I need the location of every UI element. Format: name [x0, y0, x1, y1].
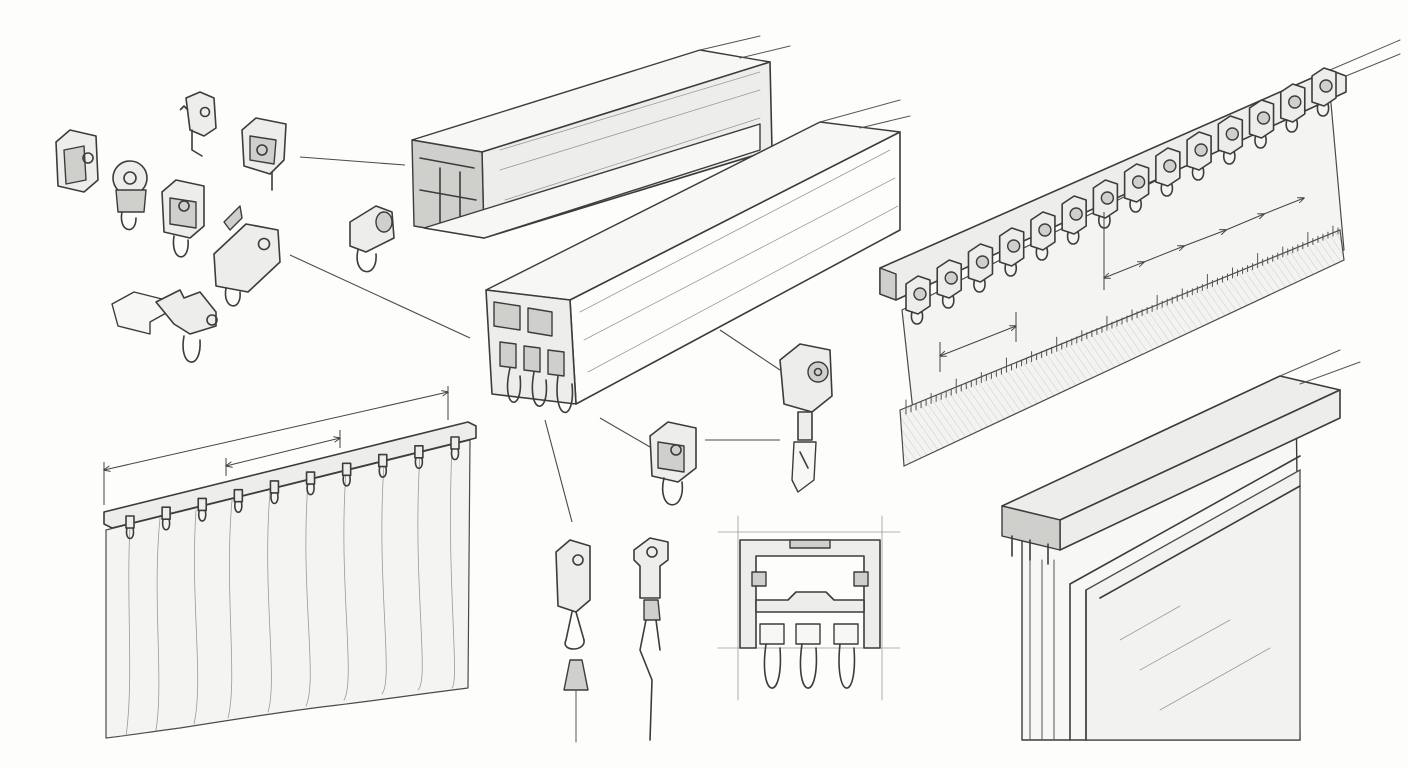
glider-cord	[633, 537, 669, 741]
track-glider	[936, 259, 963, 309]
leader-lines	[289, 156, 781, 523]
glider-angle-hook	[213, 205, 281, 307]
ceiling-spacing-dims	[940, 198, 1304, 372]
track-glider	[998, 227, 1025, 277]
track-glider	[1030, 211, 1056, 261]
leader-line	[719, 329, 781, 371]
single-track	[411, 35, 791, 239]
curtain-ring	[125, 515, 135, 540]
leader-line	[299, 156, 406, 166]
leader-line	[599, 417, 651, 448]
track-glider	[1155, 147, 1181, 197]
triple-track	[485, 99, 911, 414]
glider-flat-clip	[111, 289, 218, 363]
glider-roller	[349, 205, 395, 273]
glider-square-cap	[241, 117, 287, 191]
leader-line	[544, 419, 573, 523]
glider-u-bracket	[55, 129, 99, 193]
glider-wheel-hook	[779, 343, 833, 493]
leader-line	[289, 254, 471, 339]
curtain-ring	[197, 497, 208, 522]
curtain-with-track	[104, 386, 477, 739]
track-glider	[1061, 195, 1087, 245]
glider-round-hook	[112, 160, 148, 231]
glider-with-hook	[649, 421, 697, 506]
curtain-ring	[305, 471, 316, 496]
curtain-ring	[450, 436, 460, 461]
glider-mini	[179, 105, 189, 111]
curtain-width-dims	[104, 386, 448, 505]
glider-box-hook	[161, 179, 205, 258]
track-glider	[1186, 131, 1212, 181]
window-frame-track	[1001, 349, 1361, 741]
ceiling-gliders	[905, 67, 1337, 325]
track-glider	[1092, 179, 1119, 229]
loose-gliders	[55, 91, 395, 363]
track-glider	[1217, 115, 1244, 165]
curtain-ring	[269, 480, 280, 505]
curtain-ring	[161, 506, 171, 531]
track-glider	[1248, 99, 1275, 149]
track-glider	[967, 243, 994, 293]
track-glider	[1123, 163, 1150, 213]
track-glider	[905, 275, 931, 325]
glider-cord-weight	[555, 539, 591, 743]
ceiling-track-ruler	[879, 39, 1401, 467]
track-glider	[1311, 67, 1337, 117]
ruler-ticks	[905, 225, 1339, 415]
triple-track-section	[717, 515, 901, 701]
glider-top-slider	[185, 91, 217, 157]
curtain-ring	[233, 488, 244, 513]
track-glider	[1279, 83, 1306, 133]
